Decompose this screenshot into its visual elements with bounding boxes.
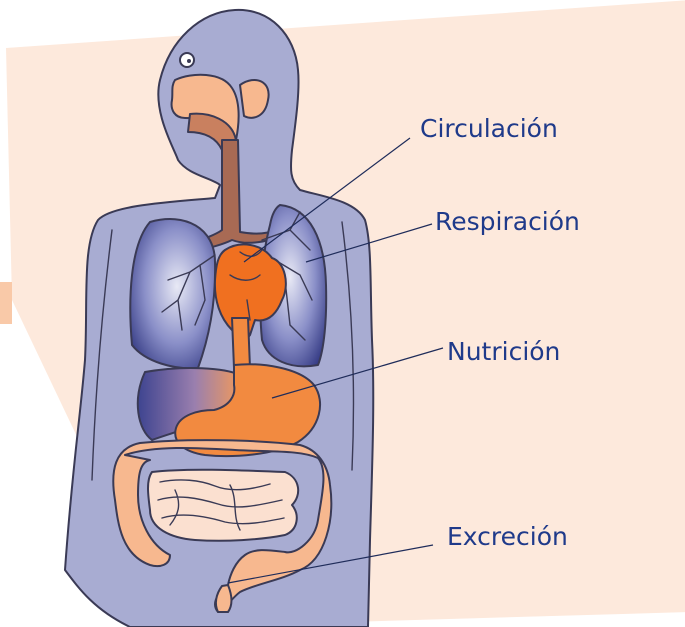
left-lung <box>130 219 215 368</box>
esophagus <box>232 318 250 368</box>
eye-pupil <box>187 59 191 63</box>
eye <box>180 53 194 67</box>
label-excrecion: Excreción <box>447 522 568 551</box>
label-nutricion: Nutrición <box>447 337 560 366</box>
label-respiracion: Respiración <box>435 207 580 236</box>
label-circulacion: Circulación <box>420 114 558 143</box>
ear <box>240 80 269 118</box>
left-tab <box>0 282 12 324</box>
